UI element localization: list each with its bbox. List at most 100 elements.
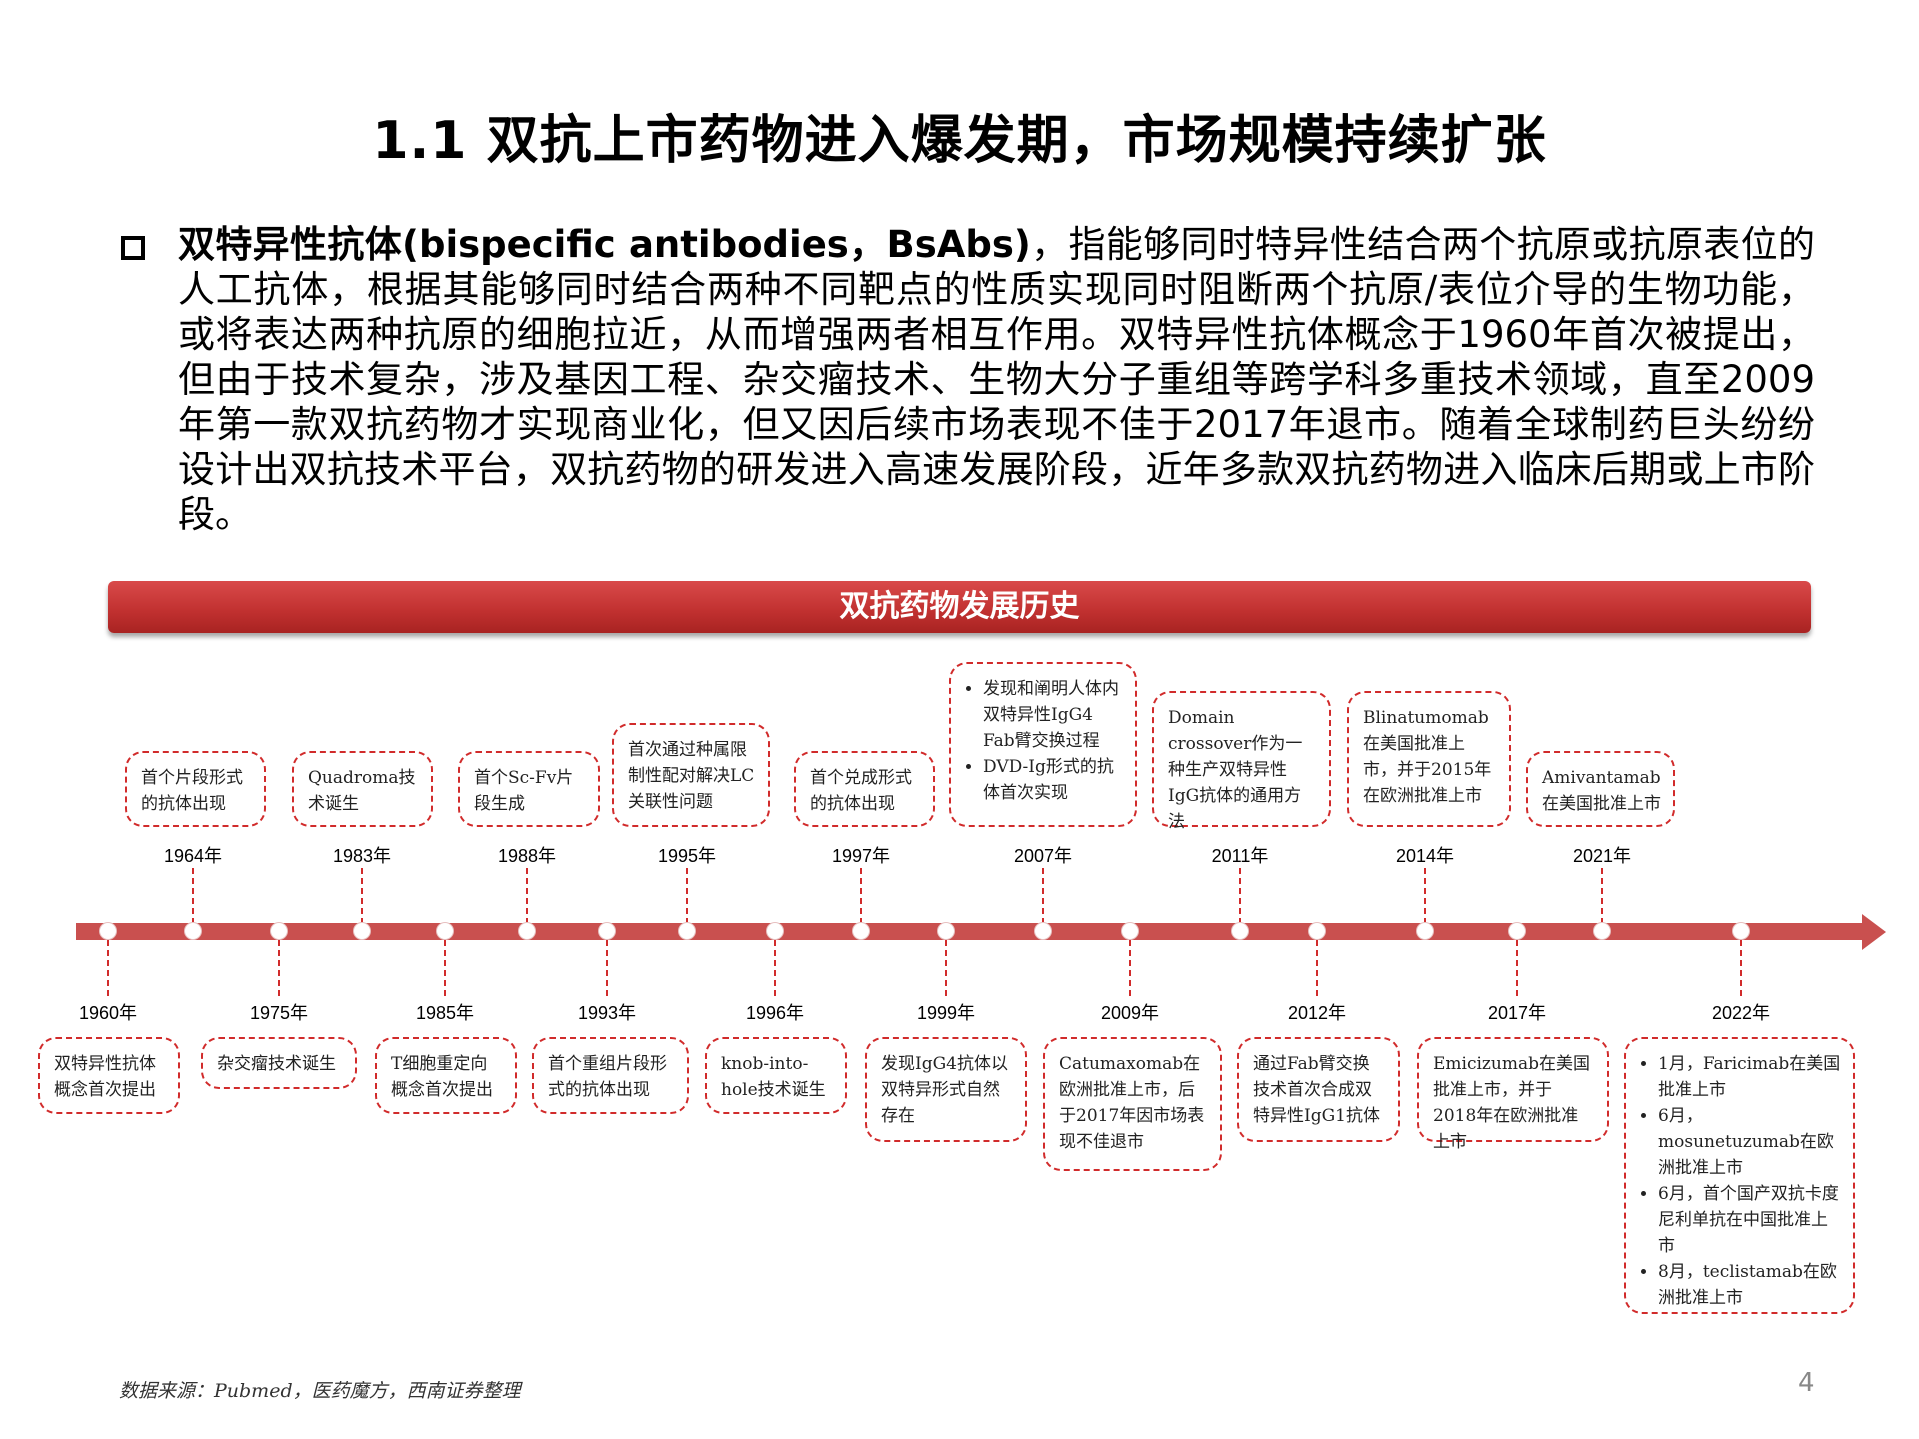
event-text: Catumaxomab在欧洲批准上市，后于2017年因市场表现不佳退市 bbox=[1059, 1054, 1205, 1152]
event-text: 首个重组片段形式的抗体出现 bbox=[548, 1054, 667, 1100]
timeline-event-box: 首个重组片段形式的抗体出现 bbox=[532, 1037, 689, 1114]
intro-bold-term: 双特异性抗体(bispecific antibodies，BsAbs) bbox=[178, 223, 1031, 266]
timeline-event-box: 发现和阐明人体内双特异性IgG4 Fab臂交换过程DVD-Ig形式的抗体首次实现 bbox=[949, 662, 1137, 827]
timeline-event-box: knob-into-hole技术诞生 bbox=[705, 1037, 847, 1114]
event-text: Domain crossover作为一种生产双特异性IgG抗体的通用方法 bbox=[1168, 708, 1303, 832]
timeline-year: 1995年 bbox=[657, 846, 717, 866]
timeline-year: 1999年 bbox=[916, 1003, 976, 1023]
timeline-event-box: Emicizumab在美国批准上市，并于2018年在欧洲批准上市 bbox=[1417, 1037, 1609, 1152]
timeline-year: 1996年 bbox=[745, 1003, 805, 1023]
event-text: Amivantamab在美国批准上市 bbox=[1542, 768, 1661, 814]
timeline-connector bbox=[686, 868, 688, 924]
timeline-dot bbox=[353, 922, 371, 940]
timeline-year: 2021年 bbox=[1572, 846, 1632, 866]
timeline-dot bbox=[852, 922, 870, 940]
timeline-year: 1988年 bbox=[497, 846, 557, 866]
timeline-connector bbox=[1601, 868, 1603, 924]
timeline-dot bbox=[1231, 922, 1249, 940]
timeline-dot bbox=[598, 922, 616, 940]
timeline-connector bbox=[444, 940, 446, 996]
event-text: 杂交瘤技术诞生 bbox=[217, 1054, 336, 1074]
timeline-connector bbox=[606, 940, 608, 996]
source-note: 数据来源：Pubmed，医药魔方，西南证券整理 bbox=[119, 1380, 521, 1402]
arrow-right-icon bbox=[1862, 914, 1886, 950]
event-text: knob-into-hole技术诞生 bbox=[721, 1054, 826, 1100]
event-text: 通过Fab臂交换技术首次合成双特异性IgG1抗体 bbox=[1253, 1054, 1380, 1126]
event-bullet-list: 1月，Faricimab在美国批准上市6月，mosunetuzumab在欧洲批准… bbox=[1640, 1051, 1841, 1311]
event-text: Emicizumab在美国批准上市，并于2018年在欧洲批准上市 bbox=[1433, 1054, 1590, 1152]
timeline-dot bbox=[1593, 922, 1611, 940]
timeline-event-box: 首个片段形式的抗体出现 bbox=[125, 751, 266, 827]
event-text: 首个片段形式的抗体出现 bbox=[141, 768, 243, 814]
timeline-year: 2022年 bbox=[1711, 1003, 1771, 1023]
timeline-dot bbox=[1508, 922, 1526, 940]
timeline-dot bbox=[270, 922, 288, 940]
timeline-event-box: 双特异性抗体概念首次提出 bbox=[38, 1037, 180, 1114]
event-bullet-item: 8月，teclistamab在欧洲批准上市 bbox=[1658, 1259, 1841, 1311]
timeline-dot bbox=[1121, 922, 1139, 940]
timeline-year: 2009年 bbox=[1100, 1003, 1160, 1023]
event-bullet-list: 发现和阐明人体内双特异性IgG4 Fab臂交换过程DVD-Ig形式的抗体首次实现 bbox=[965, 676, 1123, 806]
timeline-connector bbox=[1239, 868, 1241, 924]
timeline-connector bbox=[1424, 868, 1426, 924]
timeline-event-box: 杂交瘤技术诞生 bbox=[201, 1037, 357, 1089]
timeline-event-box: 通过Fab臂交换技术首次合成双特异性IgG1抗体 bbox=[1237, 1037, 1400, 1142]
square-bullet-icon bbox=[121, 236, 145, 260]
timeline-year: 1964年 bbox=[163, 846, 223, 866]
timeline-event-box: 首个Sc-Fv片段生成 bbox=[458, 751, 600, 827]
timeline-dot bbox=[518, 922, 536, 940]
timeline-dot bbox=[1732, 922, 1750, 940]
timeline-event-box: Quadroma技术诞生 bbox=[292, 751, 433, 827]
timeline-dot bbox=[766, 922, 784, 940]
timeline-year: 1993年 bbox=[577, 1003, 637, 1023]
page-title: 1.1 双抗上市药物进入爆发期，市场规模持续扩张 bbox=[372, 111, 1547, 171]
timeline-connector bbox=[1740, 940, 1742, 996]
timeline-connector bbox=[107, 940, 109, 996]
timeline-dot bbox=[678, 922, 696, 940]
timeline-dot bbox=[436, 922, 454, 940]
event-text: T细胞重定向概念首次提出 bbox=[391, 1054, 493, 1100]
timeline-event-box: Catumaxomab在欧洲批准上市，后于2017年因市场表现不佳退市 bbox=[1043, 1037, 1222, 1171]
timeline-event-box: Blinatumomab在美国批准上市，并于2015年在欧洲批准上市 bbox=[1347, 691, 1511, 827]
intro-text: ，指能够同时特异性结合两个抗原或抗原表位的人工抗体，根据其能够同时结合两种不同靶… bbox=[178, 223, 1815, 536]
timeline-connector bbox=[1042, 868, 1044, 924]
timeline-year: 1960年 bbox=[78, 1003, 138, 1023]
timeline-event-box: Amivantamab在美国批准上市 bbox=[1526, 751, 1675, 827]
timeline-year: 1985年 bbox=[415, 1003, 475, 1023]
timeline-year: 1983年 bbox=[332, 846, 392, 866]
event-text: 首个Sc-Fv片段生成 bbox=[474, 768, 574, 814]
timeline-connector bbox=[1129, 940, 1131, 996]
timeline-connector bbox=[945, 940, 947, 996]
timeline-connector bbox=[774, 940, 776, 996]
event-text: 双特异性抗体概念首次提出 bbox=[54, 1054, 156, 1100]
timeline-connector bbox=[860, 868, 862, 924]
event-bullet-item: 发现和阐明人体内双特异性IgG4 Fab臂交换过程 bbox=[983, 676, 1123, 754]
timeline-event-box: T细胞重定向概念首次提出 bbox=[375, 1037, 517, 1114]
timeline-year: 2007年 bbox=[1013, 846, 1073, 866]
event-bullet-item: 1月，Faricimab在美国批准上市 bbox=[1658, 1051, 1841, 1103]
timeline-dot bbox=[1308, 922, 1326, 940]
timeline-connector bbox=[278, 940, 280, 996]
timeline-event-box: 首个兑成形式的抗体出现 bbox=[794, 751, 935, 827]
event-text: 首个兑成形式的抗体出现 bbox=[810, 768, 912, 814]
timeline-year: 2014年 bbox=[1395, 846, 1455, 866]
timeline-dot bbox=[184, 922, 202, 940]
timeline-year: 1975年 bbox=[249, 1003, 309, 1023]
event-text: 首次通过种属限制性配对解决LC关联性问题 bbox=[628, 740, 755, 812]
intro-paragraph: 双特异性抗体(bispecific antibodies，BsAbs)，指能够同… bbox=[178, 222, 1815, 537]
timeline-connector bbox=[526, 868, 528, 924]
event-text: Quadroma技术诞生 bbox=[308, 768, 416, 814]
timeline-event-box: 发现IgG4抗体以双特异形式自然存在 bbox=[865, 1037, 1027, 1142]
timeline-dot bbox=[1034, 922, 1052, 940]
timeline-event-box: Domain crossover作为一种生产双特异性IgG抗体的通用方法 bbox=[1152, 691, 1331, 832]
timeline-dot bbox=[1416, 922, 1434, 940]
event-bullet-item: DVD-Ig形式的抗体首次实现 bbox=[983, 754, 1123, 806]
timeline-connector bbox=[1316, 940, 1318, 996]
page-number: 4 bbox=[1798, 1368, 1815, 1398]
section-banner: 双抗药物发展历史 bbox=[108, 581, 1811, 633]
timeline-event-box: 首次通过种属限制性配对解决LC关联性问题 bbox=[612, 723, 770, 827]
event-text: Blinatumomab在美国批准上市，并于2015年在欧洲批准上市 bbox=[1363, 708, 1492, 806]
timeline-event-box: 1月，Faricimab在美国批准上市6月，mosunetuzumab在欧洲批准… bbox=[1624, 1037, 1855, 1314]
event-bullet-item: 6月，首个国产双抗卡度尼利单抗在中国批准上市 bbox=[1658, 1181, 1841, 1259]
event-bullet-item: 6月，mosunetuzumab在欧洲批准上市 bbox=[1658, 1103, 1841, 1181]
